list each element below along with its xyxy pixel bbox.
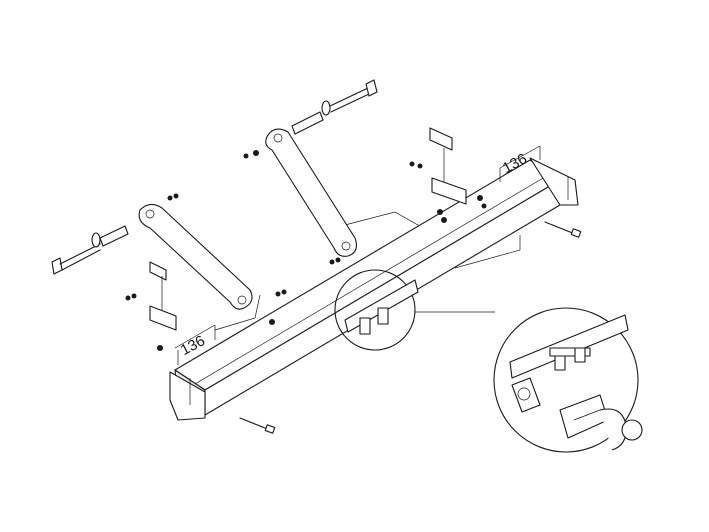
magnifier-circle — [334, 269, 495, 351]
crossbeam — [169, 157, 579, 421]
left-long-bolt — [51, 225, 129, 275]
detail-circle — [493, 307, 643, 453]
short-bolts — [239, 221, 582, 434]
washer-icon — [321, 100, 331, 116]
angle-brackets — [149, 127, 467, 331]
tow-ball-icon — [559, 394, 643, 451]
nuts — [125, 150, 487, 351]
right-long-bolt — [291, 79, 378, 135]
left-bracket-arm — [138, 203, 253, 310]
washer-icon — [91, 232, 101, 248]
right-bracket-arm — [265, 128, 357, 257]
